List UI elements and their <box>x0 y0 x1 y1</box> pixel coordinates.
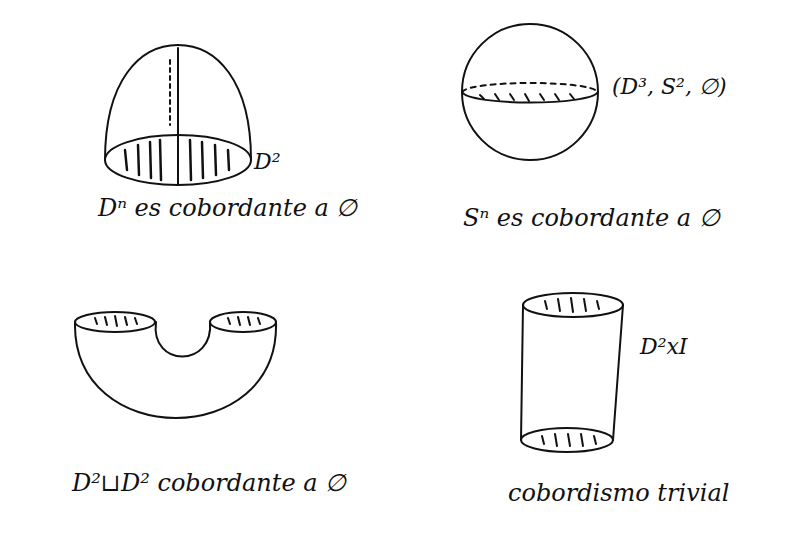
caption: D²⊔D² cobordante a ∅ <box>72 470 346 496</box>
caption: Dⁿ es cobordante a ∅ <box>98 195 357 221</box>
disk-label: D² <box>254 150 280 174</box>
sphere <box>462 24 598 160</box>
caption: cobordismo trivial <box>508 480 729 506</box>
triple-label: (D³, S², ∅) <box>612 75 727 99</box>
caption: Sⁿ es cobordante a ∅ <box>463 205 720 231</box>
cylinder <box>521 293 623 452</box>
hemisphere <box>105 45 251 185</box>
cylinder-label: D²xI <box>640 335 688 359</box>
u-cobordism <box>75 312 276 418</box>
